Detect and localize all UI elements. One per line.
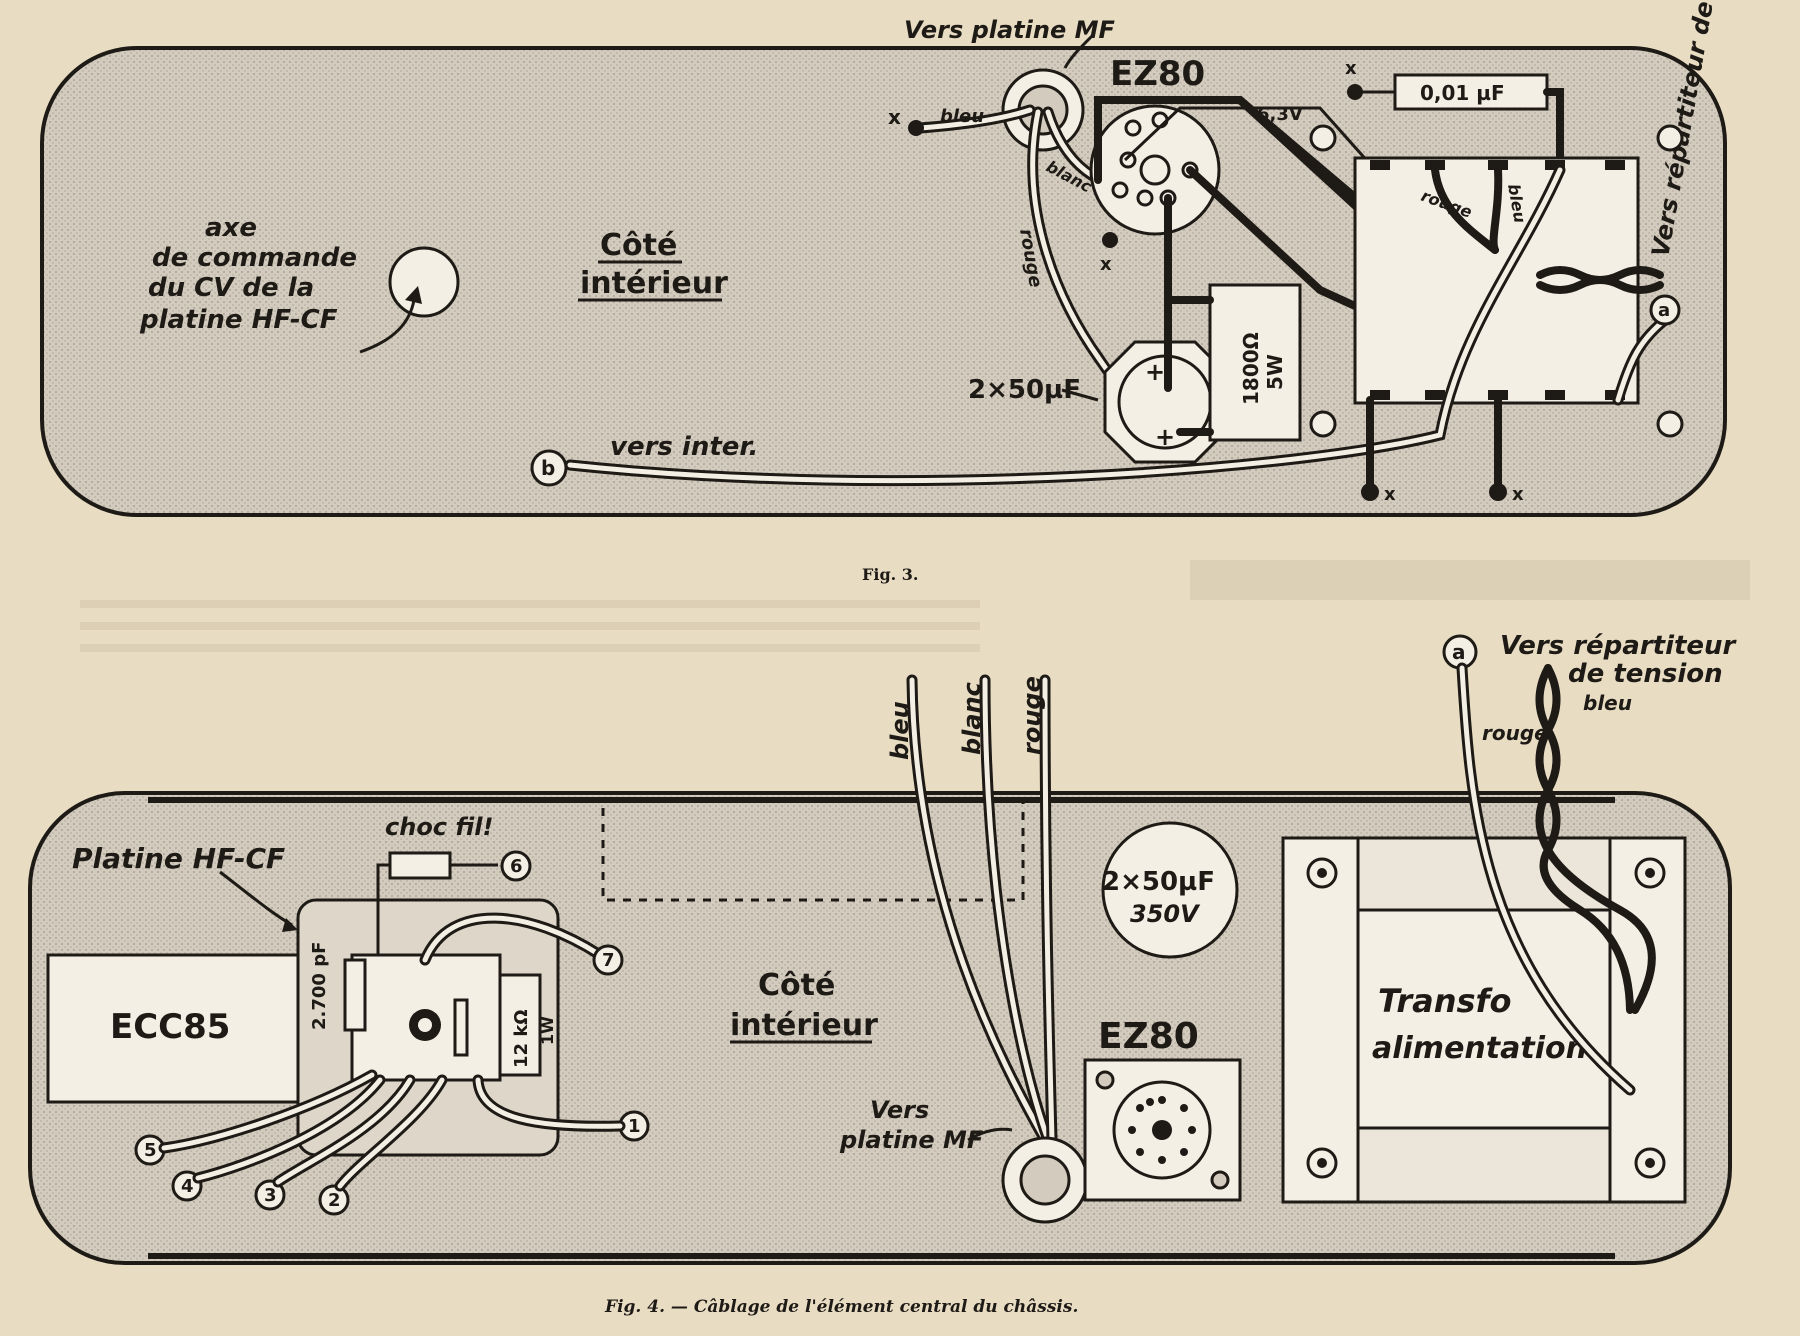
terminal-b [530, 449, 568, 487]
axe-commande-line4: platine HF-CF [139, 305, 338, 335]
choc-fil-label: choc fil! [385, 813, 493, 841]
terminal-a-label-fig4: a [1452, 640, 1466, 664]
x-mark-5: x [1512, 484, 1524, 505]
x-mark-3: x [1345, 58, 1357, 79]
terminal-b-label: b [541, 456, 555, 480]
board-slot [453, 998, 469, 1057]
vers-inter-label: vers inter. [610, 432, 758, 462]
terminal-7-label: 7 [602, 950, 615, 971]
ecc85-box [46, 953, 300, 1104]
terminal-7 [592, 944, 624, 976]
arrow-to-grommet [1063, 34, 1094, 69]
ez80-label-fig4: EZ80 [1098, 1016, 1199, 1057]
axe-commande-line2: de commande [152, 243, 357, 273]
resistor-1800-label: 1800Ω [1239, 332, 1263, 405]
terminal-6 [500, 850, 532, 882]
figure-3: axe de commande du CV de la platine HF-C… [40, 0, 1738, 584]
ecc85-label: ECC85 [110, 1007, 230, 1047]
resistor-12k [498, 973, 542, 1077]
cap-350v-fig4: 350V [1130, 900, 1201, 928]
selector-lugs-top [1370, 160, 1625, 170]
chassis-panel-fig3 [40, 46, 1727, 517]
bleu-label-fig3: bleu [940, 106, 984, 127]
cap-2x50-fig4: 2×50µF [1102, 867, 1215, 897]
mounting-holes-fig3 [1309, 124, 1684, 438]
arrow-2x50 [1061, 388, 1099, 402]
cv-arrow-head [405, 286, 422, 304]
fig3-caption: Fig. 3. [862, 565, 918, 584]
rouge-label-fig4: rouge [1018, 676, 1046, 755]
plus-2: + [1155, 423, 1175, 451]
platine-hfcf-label: Platine HF-CF [72, 842, 285, 875]
blanc-label-fig4: blanc [958, 682, 986, 755]
cote-label-fig3: Côté [600, 228, 677, 263]
selector-wire-bleu [1489, 166, 1503, 254]
selector-wire-rouge [1431, 166, 1499, 254]
terminal-2 [318, 1184, 350, 1216]
x-mark-2: x [1100, 254, 1112, 275]
interieur-label-fig4: intérieur [730, 1008, 878, 1043]
terminal-1-label: 1 [628, 1116, 641, 1137]
interieur-label-fig3: intérieur [580, 266, 728, 301]
resistor-1800 [1208, 283, 1302, 442]
cv-axis-hole [388, 246, 460, 318]
x-mark-1: x [888, 105, 901, 129]
terminals-fig4: 6 7 1 2 3 4 5 [134, 850, 650, 1216]
vers-label-fig4: Vers [870, 1096, 929, 1124]
platine-mf-label-fig4: platine MF [839, 1126, 984, 1154]
print-through [80, 560, 1750, 652]
arrow-mf-fig4 [967, 1127, 1013, 1142]
axe-commande-line1: axe [205, 213, 257, 243]
terminal-5-label: 5 [144, 1140, 157, 1161]
ez80-label-fig3: EZ80 [1110, 54, 1205, 94]
vers-platine-mf-top: Vers platine MF [904, 16, 1115, 44]
choc-lead [376, 863, 498, 955]
terminal-a-fig3 [1649, 294, 1681, 326]
resistor-12k-label: 12 kΩ [511, 1009, 532, 1068]
bleu-label-fig4: bleu [886, 701, 914, 760]
cv-axis-arrow [359, 299, 416, 354]
vers-repartiteur-fig4-line1: Vers répartiteur [1500, 631, 1738, 661]
cap-2700-label: 2.700 pF [309, 942, 330, 1030]
x-mark-4: x [1384, 484, 1396, 505]
figure-4: ECC85 Platine HF-CF 2.700 pF 12 kΩ 1W ch… [28, 631, 1738, 1317]
filter-cap-fig4 [1101, 821, 1239, 959]
ez80-pins-fig4 [1128, 1096, 1196, 1164]
rouge-small-fig4: rouge [1482, 721, 1548, 745]
cote-label-fig4: Côté [758, 968, 835, 1003]
terminal-4-label: 4 [181, 1176, 194, 1197]
plus-1: + [1145, 358, 1165, 386]
dashed-outline [601, 798, 1025, 902]
terminal-a-label-fig3: a [1658, 300, 1670, 321]
terminal-3-label: 3 [264, 1185, 277, 1206]
cap-lead-right [1543, 88, 1564, 174]
ground-dot-bleu [908, 120, 924, 136]
bleu-small-fig4: bleu [1583, 691, 1632, 715]
alimentation-label: alimentation [1372, 1031, 1587, 1066]
resistor-1w-label: 1W [538, 1016, 557, 1045]
ground-dot-cap [1347, 84, 1363, 100]
capacitor-001-label: 0,01 µF [1420, 81, 1505, 105]
axe-commande-line3: du CV de la [148, 273, 314, 303]
terminal-3 [254, 1179, 286, 1211]
terminal-2-label: 2 [328, 1190, 341, 1211]
vers-repartiteur-fig4-line2: de tension [1568, 659, 1723, 689]
resistor-5w-label: 5W [1263, 354, 1287, 390]
cap-2700pF [343, 958, 367, 1032]
ground-dot-socket [1102, 232, 1118, 248]
choc-coil [388, 851, 452, 880]
terminal-6-label: 6 [510, 856, 523, 877]
transfo-label: Transfo [1378, 982, 1511, 1020]
fig4-caption: Fig. 4. — Câblage de l'élément central d… [604, 1297, 1078, 1317]
